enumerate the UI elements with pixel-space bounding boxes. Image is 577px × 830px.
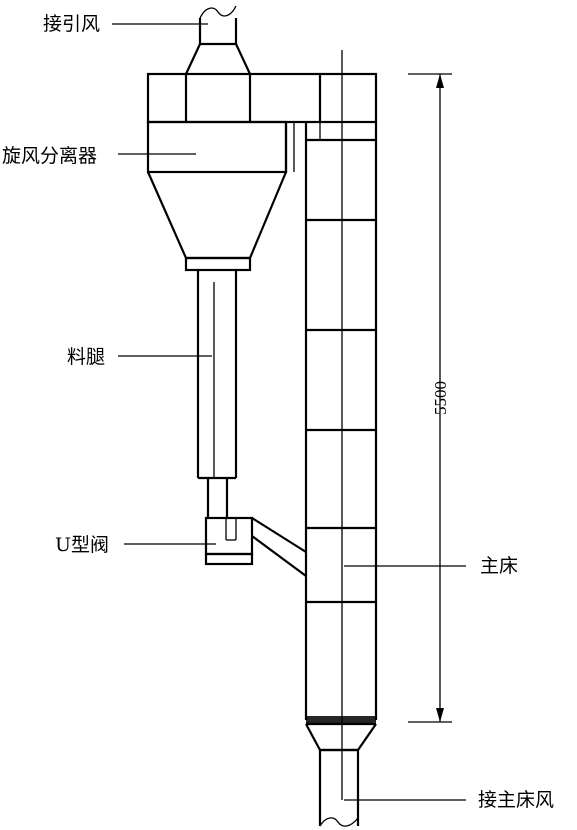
label-main-bed: 主床: [480, 555, 518, 577]
height-dimension: 5500: [408, 73, 452, 723]
height-dimension-value: 5500: [431, 381, 450, 415]
label-main-bed-air: 接主床风: [478, 789, 554, 811]
induced-air-pipe: [185, 5, 251, 75]
main-bed-riser: [304, 122, 378, 726]
label-induced-air: 接引风: [43, 13, 100, 35]
standpipe: [196, 270, 238, 518]
label-standpipe: 料腿: [67, 346, 105, 368]
cyclone-separator: [146, 120, 295, 272]
main-bed-air-inlet: [305, 723, 377, 827]
label-u-valve: U型阀: [55, 534, 109, 556]
u-valve: [204, 516, 307, 577]
leader-lines: [112, 23, 466, 801]
label-cyclone-separator: 旋风分离器: [2, 145, 97, 167]
